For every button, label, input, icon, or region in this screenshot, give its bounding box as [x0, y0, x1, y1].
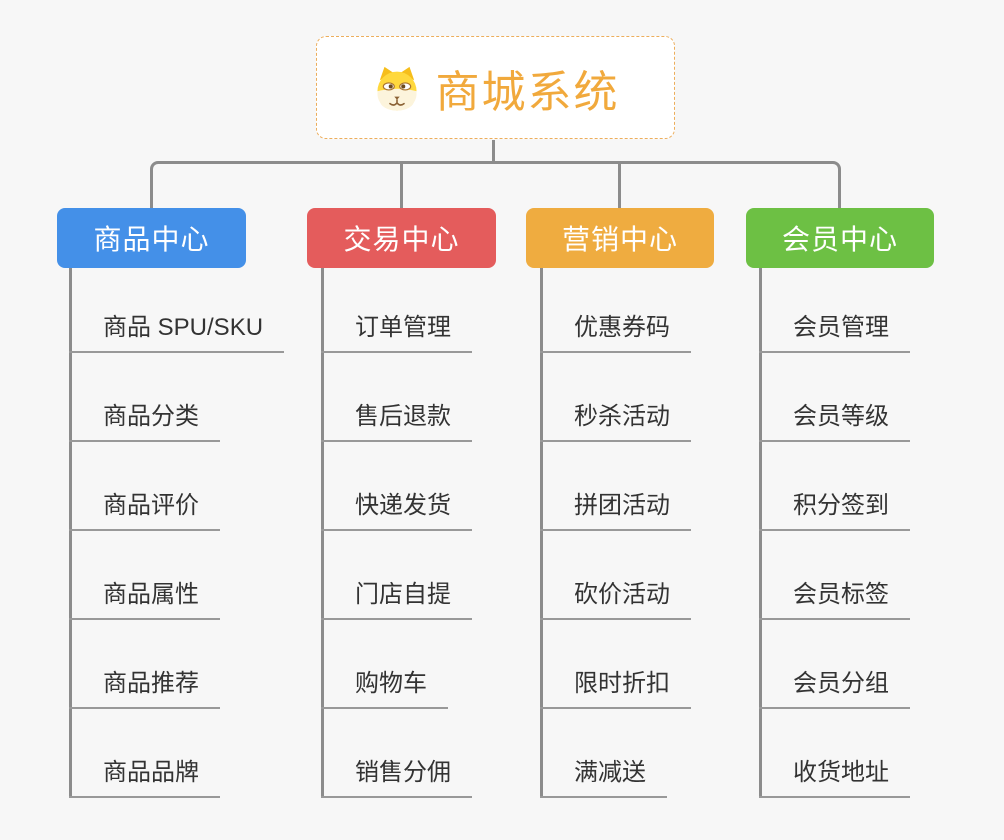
root-node[interactable]: 商城系统 — [316, 36, 675, 139]
leaf-node[interactable]: 快递发货 — [321, 442, 472, 531]
leaf-node[interactable]: 销售分佣 — [321, 709, 472, 798]
leaf-label: 限时折扣 — [540, 663, 691, 709]
branch-children-trade-center: 订单管理 售后退款 快递发货 门店自提 购物车 销售分佣 — [321, 268, 472, 798]
leaf-label: 订单管理 — [321, 307, 472, 353]
leaf-label: 商品 SPU/SKU — [69, 307, 285, 353]
leaf-node[interactable]: 拼团活动 — [540, 442, 691, 531]
connector-bus — [150, 161, 841, 208]
leaf-label: 商品评价 — [69, 485, 220, 531]
leaf-node[interactable]: 商品评价 — [69, 442, 284, 531]
leaf-label: 会员分组 — [759, 663, 910, 709]
leaf-node[interactable]: 会员标签 — [759, 531, 910, 620]
leaf-label: 快递发货 — [321, 485, 472, 531]
connector-root-stem — [492, 140, 495, 162]
leaf-node[interactable]: 商品 SPU/SKU — [69, 268, 285, 353]
leaf-label: 销售分佣 — [321, 752, 472, 798]
connector-drop-branch-3 — [618, 161, 621, 208]
leaf-label: 砍价活动 — [540, 574, 691, 620]
branch-children-marketing-center: 优惠券码 秒杀活动 拼团活动 砍价活动 限时折扣 满减送 — [540, 268, 691, 798]
leaf-node[interactable]: 商品属性 — [69, 531, 284, 620]
leaf-label: 商品属性 — [69, 574, 220, 620]
leaf-node[interactable]: 砍价活动 — [540, 531, 691, 620]
leaf-node[interactable]: 售后退款 — [321, 353, 472, 442]
leaf-label: 商品推荐 — [69, 663, 220, 709]
leaf-node[interactable]: 购物车 — [321, 620, 472, 709]
leaf-node[interactable]: 秒杀活动 — [540, 353, 691, 442]
leaf-label: 购物车 — [321, 663, 448, 709]
leaf-label: 会员管理 — [759, 307, 910, 353]
leaf-node[interactable]: 商品品牌 — [69, 709, 284, 798]
branch-node-trade-center[interactable]: 交易中心 — [307, 208, 496, 268]
leaf-node[interactable]: 收货地址 — [759, 709, 910, 798]
leaf-label: 秒杀活动 — [540, 396, 691, 442]
leaf-node[interactable]: 门店自提 — [321, 531, 472, 620]
leaf-label: 售后退款 — [321, 396, 472, 442]
leaf-node[interactable]: 会员等级 — [759, 353, 910, 442]
branch-node-member-center[interactable]: 会员中心 — [746, 208, 934, 268]
leaf-label: 门店自提 — [321, 574, 472, 620]
root-title: 商城系统 — [435, 67, 620, 117]
leaf-label: 会员等级 — [759, 396, 910, 442]
branch-children-product-center: 商品 SPU/SKU 商品分类 商品评价 商品属性 商品推荐 商品品牌 — [69, 268, 285, 798]
leaf-node[interactable]: 商品推荐 — [69, 620, 284, 709]
leaf-node[interactable]: 会员管理 — [759, 268, 910, 353]
leaf-node[interactable]: 商品分类 — [69, 353, 284, 442]
leaf-node[interactable]: 积分签到 — [759, 442, 910, 531]
leaf-node[interactable]: 订单管理 — [321, 268, 472, 353]
leaf-label: 拼团活动 — [540, 485, 691, 531]
branch-children-member-center: 会员管理 会员等级 积分签到 会员标签 会员分组 收货地址 — [759, 268, 910, 798]
leaf-label: 收货地址 — [759, 752, 910, 798]
leaf-label: 优惠券码 — [540, 307, 691, 353]
leaf-node[interactable]: 限时折扣 — [540, 620, 691, 709]
leaf-node[interactable]: 会员分组 — [759, 620, 910, 709]
leaf-label: 会员标签 — [759, 574, 910, 620]
leaf-label: 商品品牌 — [69, 752, 220, 798]
leaf-label: 商品分类 — [69, 396, 220, 442]
leaf-label: 积分签到 — [759, 485, 910, 531]
leaf-label: 满减送 — [540, 752, 667, 798]
connector-drop-branch-2 — [400, 161, 403, 208]
branch-node-marketing-center[interactable]: 营销中心 — [526, 208, 714, 268]
leaf-node[interactable]: 优惠券码 — [540, 268, 691, 353]
dog-icon — [376, 66, 417, 111]
branch-node-product-center[interactable]: 商品中心 — [57, 208, 246, 268]
leaf-node[interactable]: 满减送 — [540, 709, 691, 798]
